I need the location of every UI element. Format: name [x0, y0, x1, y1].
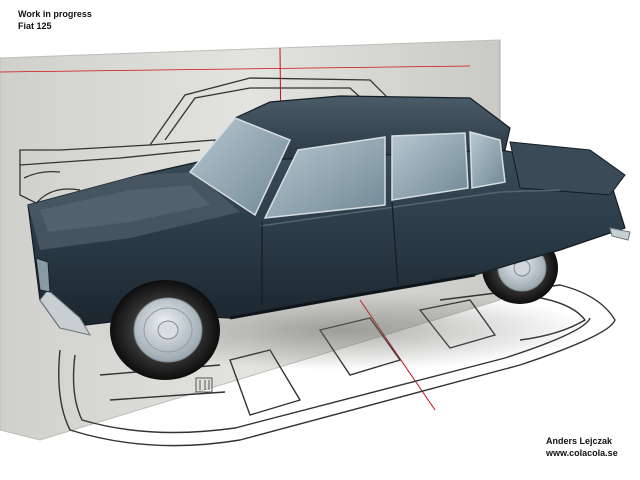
horizontal-guide-line: [0, 65, 471, 73]
credits-caption: Anders Lejczak www.colacola.se: [546, 435, 618, 459]
floor-blueprint-details: [195, 377, 213, 393]
status-label: Work in progress: [18, 9, 92, 19]
front-wheel: [110, 280, 220, 380]
author-name: Anders Lejczak: [546, 436, 613, 446]
work-in-progress-caption: Work in progress Fiat 125: [18, 8, 92, 32]
model-label: Fiat 125: [18, 21, 52, 31]
side-view-blueprint-outline: [19, 77, 401, 206]
website-url: www.colacola.se: [546, 448, 618, 458]
